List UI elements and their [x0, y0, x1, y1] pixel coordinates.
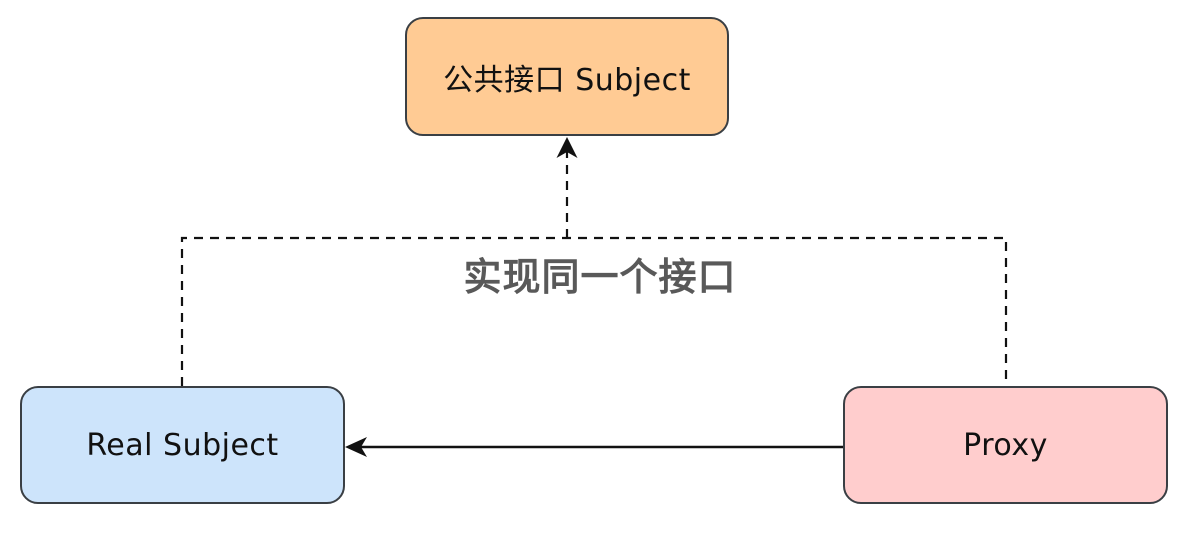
proxy-to-realsubject-arrowhead-icon [345, 437, 367, 457]
implements-arrowhead-icon [556, 137, 578, 158]
node-real-subject-label: Real Subject [86, 427, 279, 463]
node-proxy-label: Proxy [963, 427, 1048, 463]
node-subject-interface-label: 公共接口 Subject [443, 62, 691, 98]
node-proxy: Proxy [843, 386, 1168, 504]
node-subject-interface: 公共接口 Subject [405, 17, 729, 136]
node-real-subject: Real Subject [20, 386, 345, 504]
implements-edge-label: 实现同一个接口 [463, 255, 737, 299]
